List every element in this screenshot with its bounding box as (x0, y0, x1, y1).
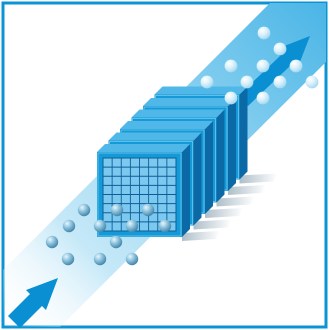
contaminant-particle (45, 235, 59, 249)
clean-particle (305, 75, 319, 89)
contaminant-particle (62, 219, 76, 233)
contaminant-particle (93, 219, 107, 233)
clean-particle (224, 91, 238, 105)
clean-particle (289, 59, 303, 73)
contaminant-particle (141, 203, 155, 217)
clean-particle (240, 75, 254, 89)
contaminant-particle (109, 235, 123, 249)
inlet-arrow (8, 278, 58, 328)
clean-particle (224, 59, 238, 73)
clean-particles (200, 26, 319, 105)
contaminant-particles (45, 203, 172, 266)
clean-particle (256, 59, 270, 73)
clean-particle (273, 42, 287, 56)
clean-particle (273, 75, 287, 89)
contaminant-particle (77, 203, 91, 217)
clean-particle (257, 26, 271, 40)
contaminant-particle (125, 252, 139, 266)
clean-particle (200, 75, 214, 89)
contaminant-particle (158, 219, 172, 233)
filter-panel (97, 144, 220, 241)
contaminant-particle (61, 252, 75, 266)
outlet-arrow (238, 36, 310, 106)
clean-particle (256, 91, 270, 105)
contaminant-particle (93, 252, 107, 266)
contaminant-particle (125, 219, 139, 233)
contaminant-particle (110, 203, 124, 217)
filter-stack (97, 86, 278, 241)
